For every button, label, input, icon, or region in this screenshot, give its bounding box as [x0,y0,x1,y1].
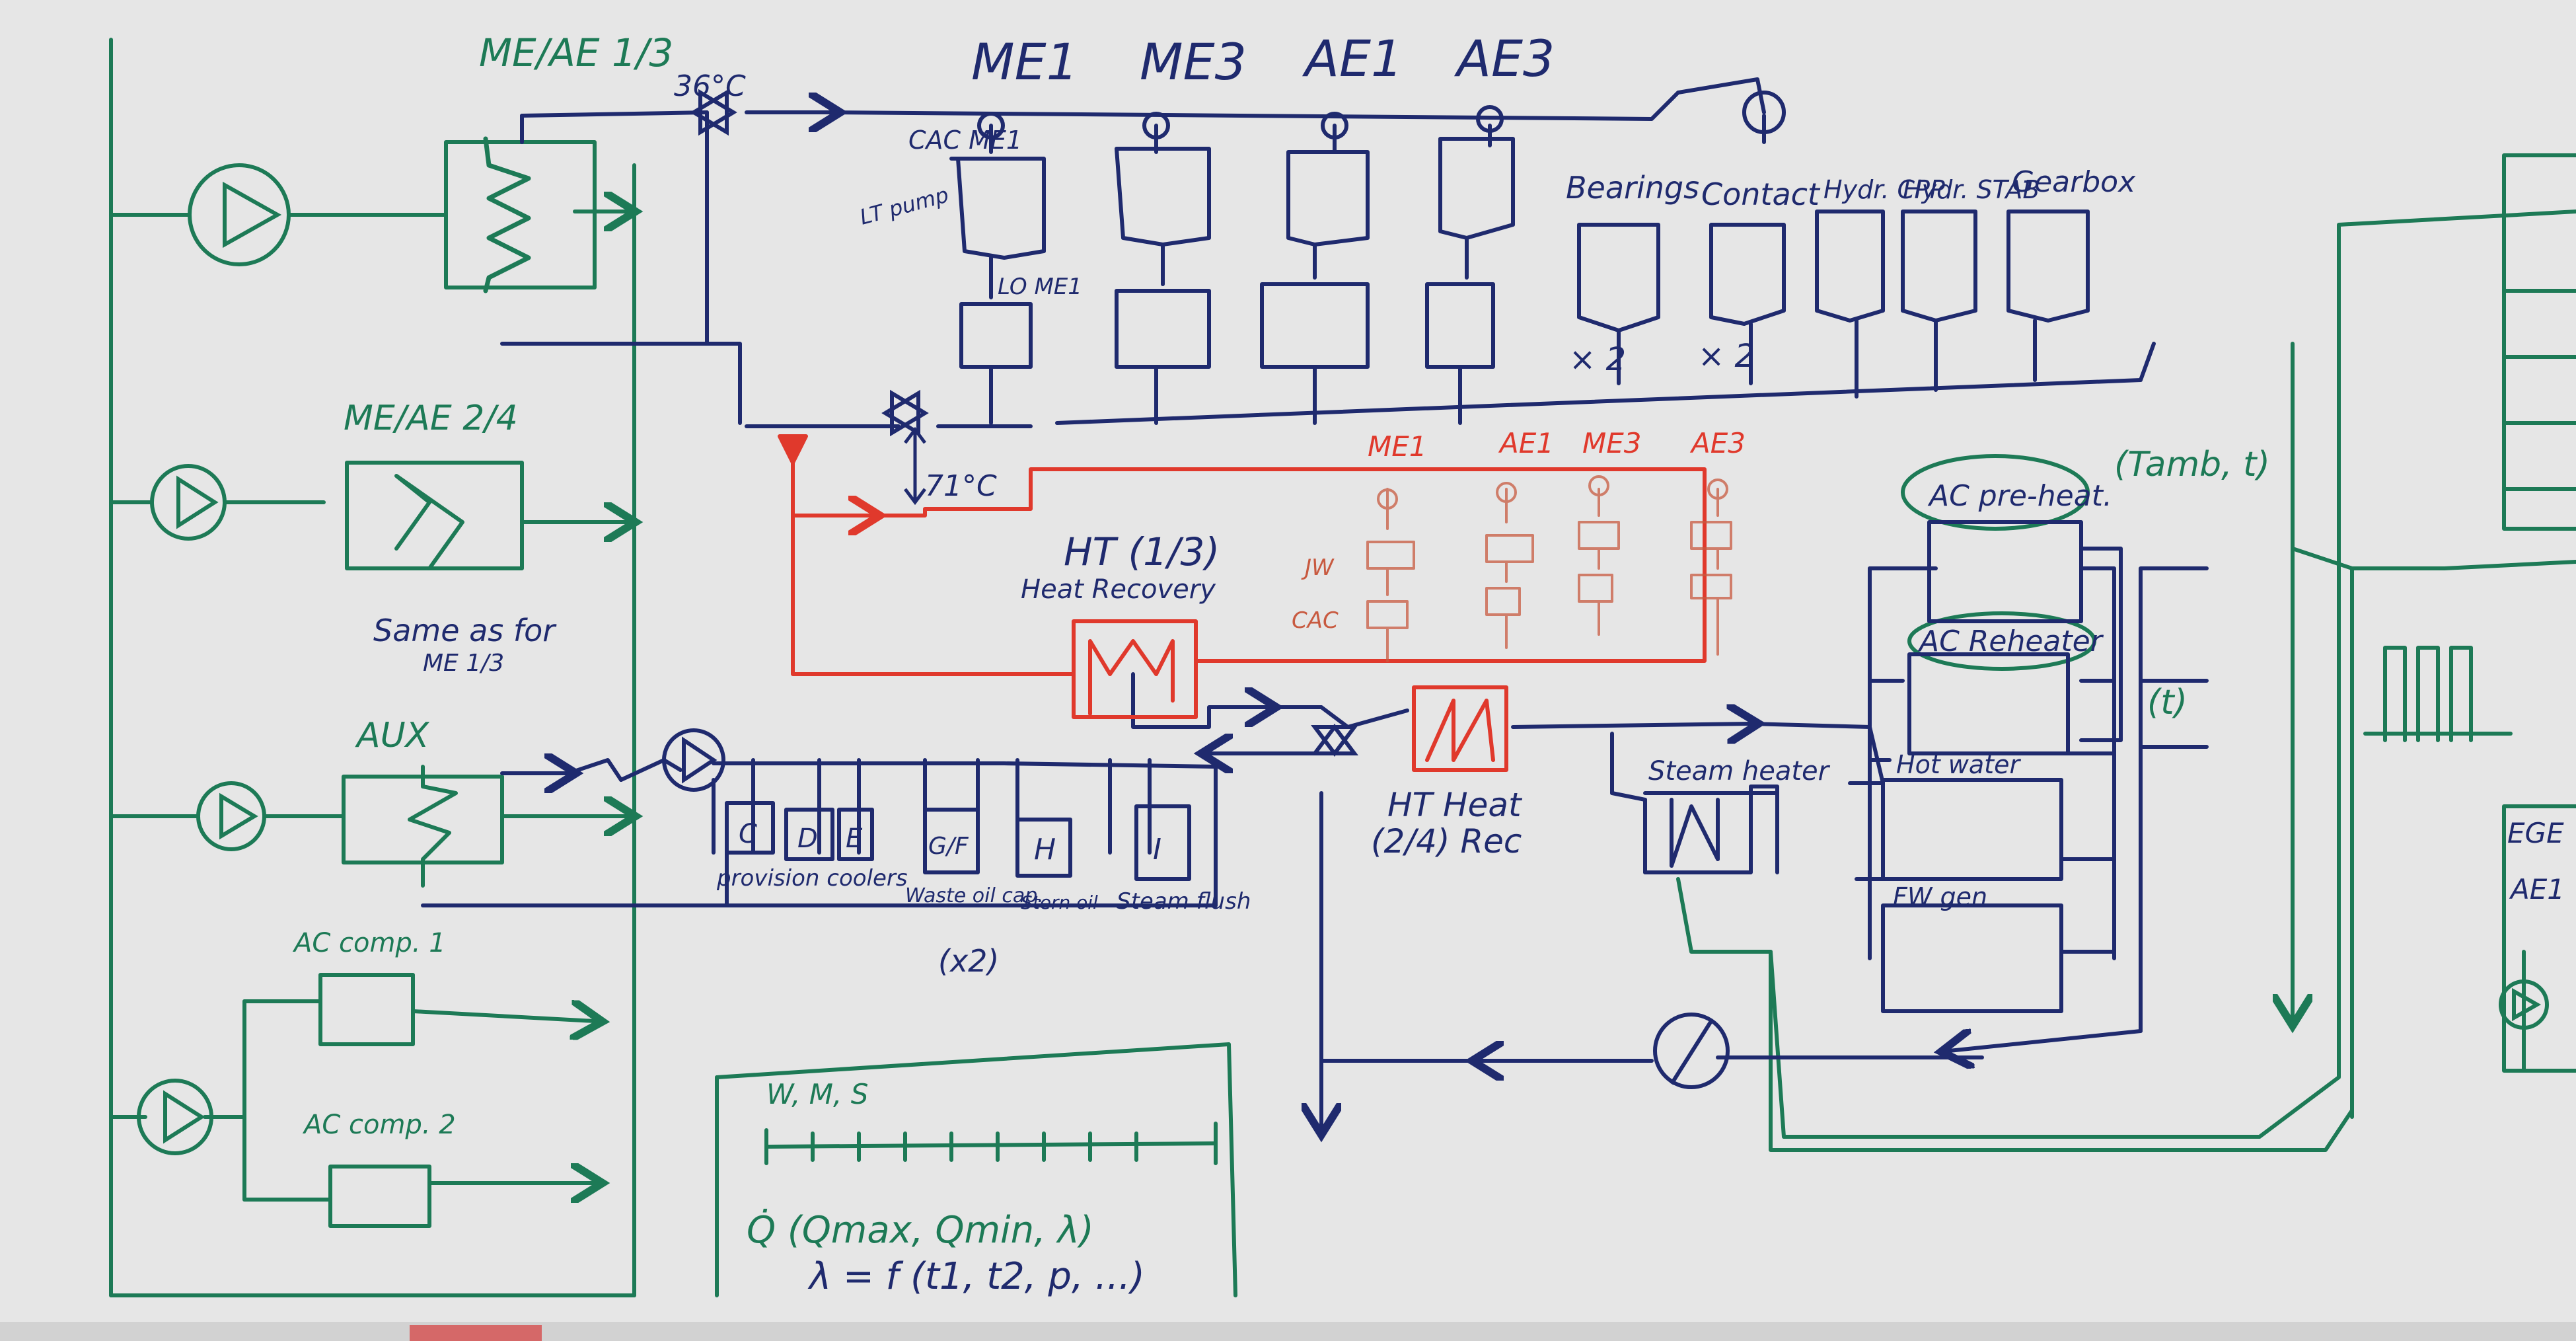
temp-sensor-me3-icon [1142,112,1170,139]
cooler-box-e [837,808,874,861]
label-ae1-right: AE1 [2509,873,2565,905]
marker-on-tray [410,1325,542,1341]
label-x2-contact: × 2 [1698,338,1755,375]
label-hydr-cpp: Hydr. CPP [1823,175,1945,204]
temp-sensor-right-icon [1742,91,1786,134]
ac-preheat-callout [1901,454,2090,531]
label-ac-preheat: AC pre-heat. [1927,479,2112,513]
label-red-ae3: AE3 [1689,427,1746,459]
label-me-ae-24: ME/AE 2/4 [344,399,518,438]
label-x2-bearings: × 2 [1569,341,1626,378]
ht-24-heat-recovery-box [1412,685,1508,772]
label-provision-coolers: provision coolers [716,865,908,892]
label-temp-71: 71°C [925,469,997,503]
label-jw: JW [1301,555,1335,581]
label-temp-36: 36°C [674,69,746,103]
label-cooler-c: C [739,819,757,849]
label-red-me3: ME3 [1582,427,1642,459]
board-tray [0,1322,2576,1341]
cooler-box-h [1015,818,1072,878]
label-red-ae1: AE1 [1498,427,1554,459]
sea-water-pump-2-icon [150,464,227,541]
cooler-box-i [1134,804,1191,881]
sea-water-pump-1-icon [188,163,291,266]
label-waste-oil: Waste oil cap. [905,884,1044,907]
label-cooler-gf: G/F [928,833,969,860]
cooler-box-d [784,808,834,861]
label-lo-me1: LO ME1 [998,274,1082,300]
label-same-as-2: ME 1/3 [423,650,504,677]
temp-sensor-me1-icon [977,112,1005,139]
label-hot-water: Hot water [1896,750,2021,779]
label-formula-2: λ = f (t1, t2, p, ...) [807,1255,1145,1298]
label-contact: Contact [1701,176,1821,212]
label-ht-24-rec: (2/4) Rec [1371,822,1522,861]
ht-circulation-pump-icon [1653,1013,1730,1089]
three-way-valve-top-icon [690,89,737,136]
label-consumer-ae3: AE3 [1454,29,1555,88]
label-steam-flush: Steam flush [1117,888,1251,915]
ac-reheater-callout [1907,611,2096,671]
label-t-amb: (Tamb, t) [2114,445,2270,484]
lt-circulation-pump-icon [662,728,725,792]
sea-water-pump-4-icon [137,1079,213,1155]
three-way-valve-bottom-icon [881,389,929,437]
labels: ME/AE 1/3 ME/AE 2/4 Same as for ME 1/3 A… [292,29,2565,1298]
label-cooler-e: E [846,824,863,854]
label-aux: AUX [355,716,430,755]
label-formula-1: Q̇ (Qmax, Qmin, λ) [747,1209,1094,1252]
temp-sensor-ae1-icon [1321,112,1348,139]
sea-water-pump-3-icon [196,781,266,851]
label-stern-oil: Stern oil [1021,892,1098,913]
label-fw-gen: FW gen [1893,882,1987,911]
label-ac-comp-1: AC comp. 1 [292,928,446,958]
navy-components [662,89,1786,1089]
label-bearings: Bearings [1566,170,1699,206]
green-circuit [109,38,2576,1297]
label-gearbox: Gearbox [2012,165,2136,199]
valve-ht-icon [1311,724,1358,757]
cooler-box-c [725,801,775,855]
label-t: (t) [2147,683,2188,722]
label-ege: EGE [2507,817,2564,849]
label-consumer-ae1: AE1 [1302,29,1403,88]
label-red-me1: ME1 [1368,430,1427,463]
label-me-ae-13: ME/AE 1/3 [479,30,673,75]
label-cooler-i: I [1153,833,1161,866]
label-ht-heat: HT Heat [1387,786,1523,824]
label-same-as-1: Same as for [373,613,557,648]
label-x2-waste: (x2) [938,943,999,979]
label-hydr-stab: Hydr. STAB [1903,175,2040,204]
label-cooler-h: H [1034,833,1056,866]
label-consumer-me3: ME3 [1140,32,1247,91]
label-ht-13: HT (1/3) [1064,529,1220,574]
navy-circuit [421,77,2209,1127]
ht-13-heat-recovery-box [1072,619,1198,719]
cooler-box-gf [923,808,980,874]
ege-pump-icon [2499,979,2549,1030]
label-cac-me1: CAC ME1 [908,126,1022,155]
label-wms: W, M, S [766,1078,868,1110]
label-cac: CAC [1292,607,1339,634]
red-ht-circuit [778,434,1732,772]
label-cooler-d: D [797,824,818,854]
temp-71-marker [904,426,926,506]
label-consumer-me1: ME1 [971,32,1078,91]
label-steam-heater: Steam heater [1648,756,1831,786]
temp-sensor-ae3-icon [1476,105,1504,133]
label-ac-reheater: AC Reheater [1917,625,2104,658]
green-pumps [137,163,2549,1155]
label-heat-recovery: Heat Recovery [1021,574,1216,605]
label-ac-comp-2: AC comp. 2 [302,1110,456,1140]
